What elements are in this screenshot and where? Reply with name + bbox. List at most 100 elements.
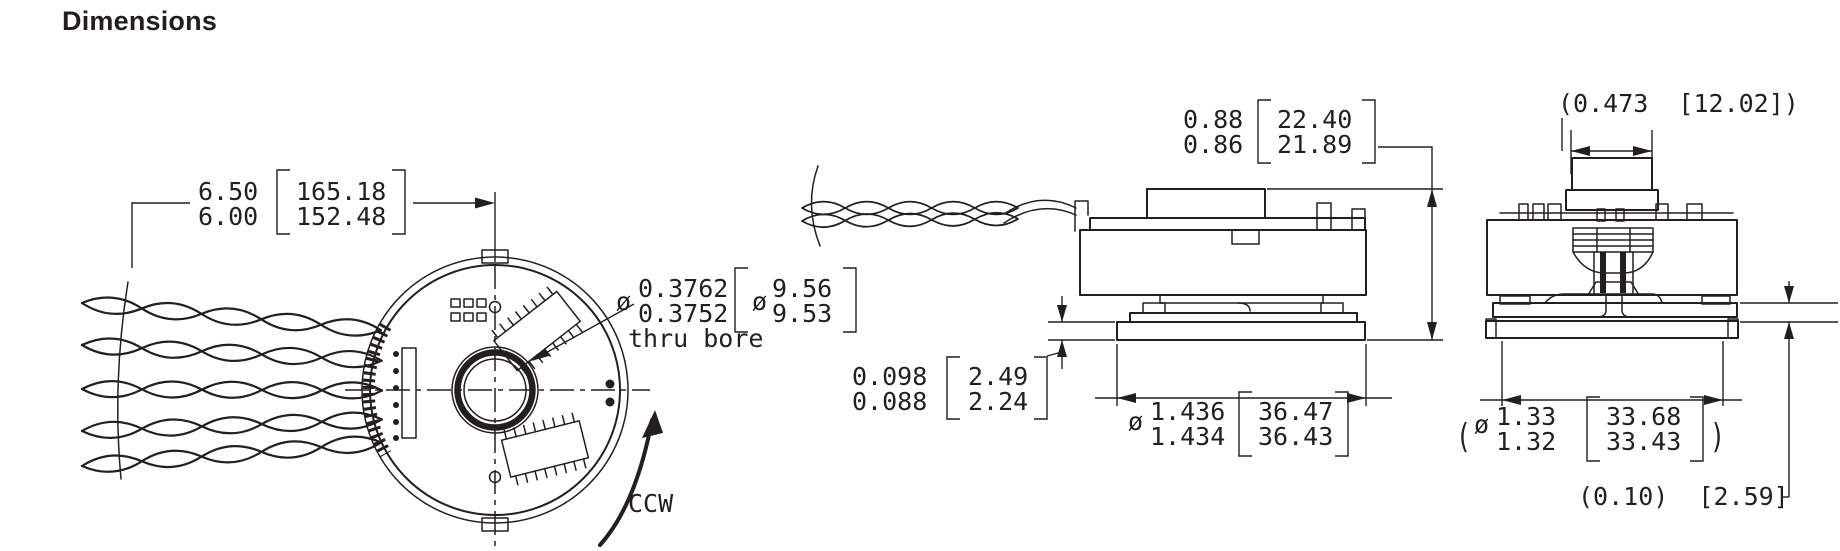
- bracket-close: [392, 169, 406, 235]
- arrowhead: [1784, 286, 1794, 303]
- bore-mm-max: 9.56: [772, 274, 832, 303]
- dim-bore-diameter: ø 0.3762 0.3752 thru bore ø 9.56 9.53: [531, 267, 857, 361]
- encoder-body-end: [1485, 157, 1739, 339]
- base-disc: [1485, 320, 1739, 339]
- cable-entry-hatch: [362, 322, 392, 458]
- bracket-close: [1362, 99, 1376, 164]
- arrowhead: [1633, 146, 1652, 156]
- arrowhead: [1117, 393, 1136, 403]
- solder-pads: [450, 298, 487, 322]
- height-inch-max: 0.88: [1183, 105, 1243, 134]
- bracket-open: [1238, 391, 1252, 457]
- cable-length-inch-min: 6.00: [198, 202, 258, 231]
- index-dot: [605, 379, 615, 389]
- housing: [1079, 229, 1367, 296]
- arrowhead: [1704, 395, 1723, 405]
- ccw-rotation-arrow: CCW: [598, 410, 674, 547]
- bore-mm-symbol: ø: [752, 287, 767, 316]
- wire-termination-strip: [393, 347, 417, 441]
- encoder-body-side: [1079, 188, 1367, 341]
- bracket-close: [1034, 356, 1048, 420]
- dim-connector-width: (0.473 [12.02]): [1558, 89, 1799, 174]
- arrowhead: [1427, 189, 1437, 207]
- arrowhead: [1571, 146, 1590, 156]
- cover-diameter-mm-min: 33.43: [1606, 427, 1681, 456]
- arrowhead: [475, 197, 495, 209]
- cover-bump: [1146, 188, 1266, 219]
- arrowhead: [1347, 393, 1366, 403]
- dim-base-diameter: ø 1.436 1.434 36.47 36.43: [1095, 344, 1392, 457]
- flange-plate: [1492, 302, 1738, 318]
- arrowhead: [1057, 340, 1067, 357]
- dim-height: 0.88 0.86 22.40 21.89: [1183, 99, 1443, 341]
- bore-note: thru bore: [628, 324, 763, 353]
- arrowhead: [1057, 305, 1067, 322]
- thru-bore: [451, 346, 539, 434]
- arrowhead: [1502, 395, 1521, 405]
- cable-length-mm-min: 152.48: [296, 202, 386, 231]
- base-offset-text: (0.10) [2.59]: [1578, 482, 1789, 511]
- cover-diameter-inch-max: 1.33: [1496, 402, 1556, 431]
- connector: [1571, 157, 1653, 191]
- bore-inch-max: 0.3762: [638, 274, 728, 303]
- bracket-close: [843, 267, 857, 333]
- flange-plate: [1129, 312, 1358, 323]
- base-diameter-inch-max: 1.436: [1150, 397, 1225, 426]
- bracket-open: [1586, 396, 1600, 462]
- dim-base-offset: (0.10) [2.59]: [1578, 281, 1838, 511]
- dim-cable-length: 6.50 6.00 165.18 152.48: [131, 169, 496, 268]
- paren-open: (: [1456, 417, 1471, 457]
- cable-clip: [1074, 200, 1089, 232]
- cable-break-line: [117, 281, 129, 480]
- dim-cover-diameter: ( ø 1.33 1.32 33.68 33.43 ): [1456, 341, 1742, 462]
- ic-chip-bottom: [500, 412, 590, 486]
- bracket-open: [734, 267, 748, 333]
- base-thickness-mm-max: 2.49: [968, 362, 1028, 391]
- connector-width-text: (0.473 [12.02]): [1558, 89, 1799, 118]
- base-diameter-inch-min: 1.434: [1150, 422, 1225, 451]
- cable-bundle: [80, 281, 384, 480]
- cover-tab: [1316, 202, 1332, 231]
- page-title: Dimensions: [62, 6, 218, 36]
- bracket-open: [1257, 99, 1271, 164]
- alignment-hole-bottom: [488, 470, 502, 484]
- bracket-open: [276, 169, 290, 235]
- shaft-clamp: [1572, 208, 1654, 318]
- cable-length-mm-max: 165.18: [296, 177, 386, 206]
- bracket-close: [1690, 396, 1704, 462]
- side-cable: [801, 165, 1089, 247]
- height-mm-min: 21.89: [1277, 130, 1352, 159]
- height-inch-min: 0.86: [1183, 130, 1243, 159]
- bore-symbol: ø: [616, 287, 631, 316]
- base-diameter-mm-min: 36.43: [1258, 422, 1333, 451]
- index-dot: [605, 397, 615, 407]
- connector-base: [1565, 189, 1659, 211]
- base-diameter-mm-max: 36.47: [1258, 397, 1333, 426]
- cover-diameter-inch-min: 1.32: [1496, 427, 1556, 456]
- front-view: CCW 6.50 6.00 165.18 152.48 ø 0.3762: [80, 169, 857, 551]
- alignment-hole-top: [488, 300, 502, 314]
- arrowhead: [1427, 322, 1437, 340]
- paren-close: ): [1710, 417, 1725, 457]
- cable-break-line: [810, 165, 821, 247]
- ccw-label: CCW: [628, 489, 674, 518]
- base-thickness-inch-max: 0.098: [852, 362, 927, 391]
- end-view: (0.473 [12.02]) ( ø 1.33 1.32: [1456, 89, 1838, 511]
- base-thickness-inch-min: 0.088: [852, 387, 927, 416]
- arrowhead: [531, 348, 549, 361]
- housing: [1486, 219, 1738, 296]
- dim-base-thickness: 0.098 0.088 2.49 2.24: [852, 296, 1115, 420]
- base-diameter-symbol: ø: [1128, 407, 1143, 436]
- bracket-open: [946, 356, 960, 420]
- ic-chip-top: [491, 286, 583, 376]
- bore-inch-min: 0.3752: [638, 299, 728, 328]
- encoder-body-front: [345, 249, 650, 551]
- side-view: 0.88 0.86 22.40 21.89: [801, 99, 1443, 457]
- cover-diameter-mm-max: 33.68: [1606, 402, 1681, 431]
- cable-length-inch-max: 6.50: [198, 177, 258, 206]
- bore-mm-min: 9.53: [772, 299, 832, 328]
- cover-diameter-symbol: ø: [1474, 410, 1489, 439]
- bracket-close: [1335, 391, 1349, 457]
